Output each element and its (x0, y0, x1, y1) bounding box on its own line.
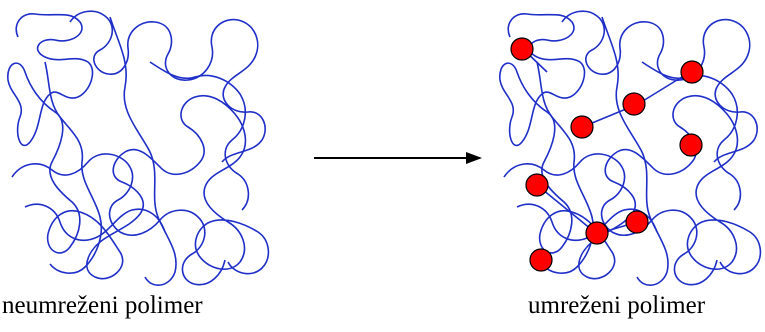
arrow (314, 152, 482, 164)
crosslink-node (625, 210, 649, 234)
crosslinked-polymer (499, 10, 762, 287)
uncrosslinked-label: neumreženi polimer (2, 292, 203, 319)
crosslink-node (585, 221, 609, 245)
crosslink-node (529, 248, 553, 272)
uncrosslinked-polymer (7, 10, 270, 287)
crosslink-node (510, 37, 534, 61)
crosslink-node (622, 92, 646, 116)
crosslink-node (570, 115, 594, 139)
crosslink-node (680, 60, 704, 84)
crosslink-node (525, 173, 549, 197)
crosslink-points (510, 37, 704, 272)
crosslink-node (679, 133, 703, 157)
crosslinked-label: umreženi polimer (528, 292, 706, 319)
